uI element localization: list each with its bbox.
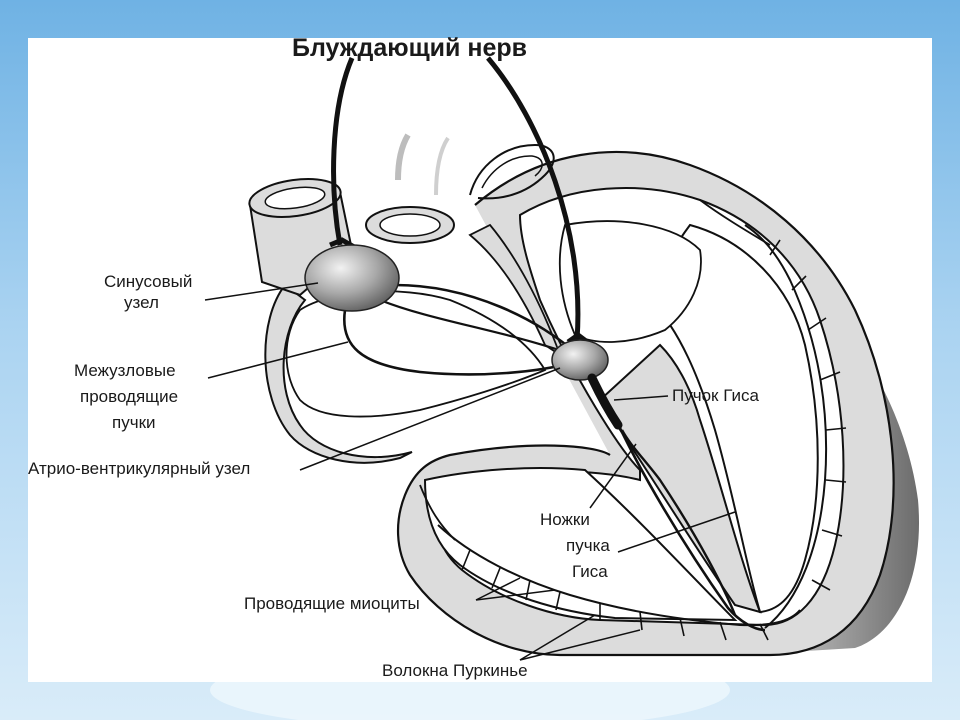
leader-purkinje-2 (519, 629, 641, 661)
right-atrium-chamber (285, 290, 547, 418)
his-leg-right (620, 429, 737, 616)
sinus-node-label-2: узел (124, 293, 159, 312)
leader-his-bundle (613, 395, 669, 401)
sinus-node (304, 244, 400, 312)
vagus-nerve-left (331, 57, 355, 246)
av-node-label: Атрио-вентрикулярный узел (28, 459, 250, 478)
faint-vessel-2 (434, 136, 450, 196)
internodal-label-1: Межузловые (74, 361, 176, 380)
vagus-nerve-right (486, 56, 581, 341)
interventricular-septum (598, 343, 762, 614)
leader-myocytes-1 (475, 577, 521, 601)
purkinje-fibers-label: Волокна Пуркинье (382, 661, 528, 680)
faint-vessel-1 (395, 133, 411, 181)
atrium-wall (264, 283, 413, 464)
purkinje-fiber-septal (699, 199, 771, 246)
purkinje-fiber-lower (437, 524, 801, 627)
leader-myocytes-2 (475, 589, 556, 601)
left-atrium-chamber (558, 220, 702, 343)
purkinje-fiber-right (744, 224, 828, 629)
his-bundle-label: Пучок Гиса (672, 386, 759, 405)
av-node (551, 339, 609, 381)
his-legs-label-2: пучка (566, 536, 610, 555)
purkinje-branches-right (769, 239, 847, 591)
internodal-bundle-3 (379, 298, 566, 354)
label-leader-lines (204, 282, 736, 661)
right-ventricle-chamber (423, 467, 738, 622)
purkinje-fiber-ventricle-left-side (419, 484, 456, 541)
leader-his-legs-2 (617, 511, 736, 553)
leader-sinus-node (204, 282, 319, 301)
aorta-arc (469, 143, 555, 200)
leader-internodal (207, 341, 349, 379)
vagus-nerve-title: Блуждающий нерв (292, 34, 527, 62)
leader-purkinje-1 (519, 614, 596, 661)
his-legs-label-3: Гиса (572, 562, 608, 581)
aorta-arc-inner (481, 155, 543, 189)
leader-av-node (299, 367, 561, 471)
conducting-myocytes-label: Проводящие миоциты (244, 594, 420, 613)
vena-cava-lumen (264, 186, 326, 210)
his-bundle (587, 373, 623, 430)
purkinje-branches-lower (461, 549, 769, 641)
internodal-bundle-2 (342, 309, 576, 376)
pulmonary-vessel-lumen (379, 213, 441, 237)
his-legs-label-1: Ножки (540, 510, 590, 529)
internodal-label-2: проводящие (80, 387, 178, 406)
leader-his-legs-1 (589, 443, 637, 509)
sinus-node-label-1: Синусовый (104, 272, 192, 291)
internodal-bundle-1 (394, 283, 579, 356)
internodal-label-3: пучки (112, 413, 156, 432)
